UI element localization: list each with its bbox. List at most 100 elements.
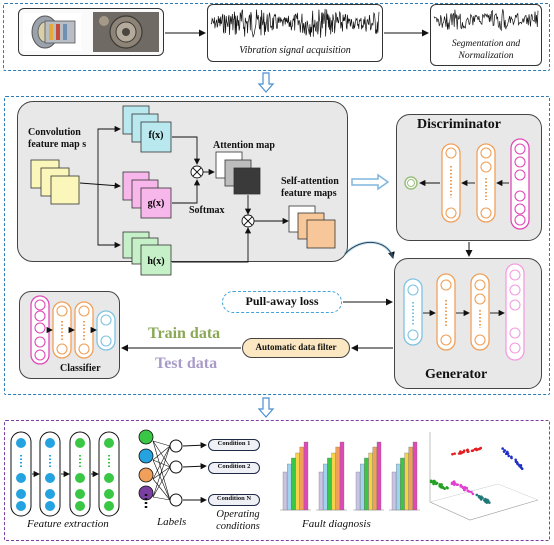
scatter-point: [514, 460, 518, 463]
f-stack: [122, 105, 172, 153]
scatter-point: [451, 452, 454, 456]
scatter-point: [459, 452, 462, 455]
train-data-label: Train data: [148, 325, 221, 342]
gen-col-3: [470, 273, 490, 351]
bar-1-1: [323, 463, 328, 511]
label-edge: [152, 440, 171, 447]
scatter-point: [431, 480, 434, 484]
bar-1-5: [339, 441, 345, 511]
cls-col-1-node: [34, 299, 46, 311]
labels-label: Labels: [157, 516, 187, 528]
condition-2-label: Condition 2: [217, 463, 251, 470]
output-node-1: [169, 439, 183, 453]
bar-3-4: [408, 446, 413, 511]
disc-col-3-node: [514, 190, 526, 202]
pull-away-loss-box: [222, 291, 342, 313]
self-attention-maps: [288, 205, 336, 249]
scatter-point: [519, 463, 523, 467]
bar-1-2: [327, 457, 332, 511]
gen-col-2-node: [440, 334, 452, 346]
self-attention-maps-label: Self-attention feature maps: [281, 176, 339, 199]
scatter-point: [461, 485, 464, 489]
condition-n-label: Condition N: [216, 495, 252, 502]
label-edge: [152, 466, 171, 480]
scatter-point: [475, 493, 479, 497]
discriminator-network: [404, 138, 530, 230]
f-label: f(x): [149, 130, 164, 141]
line-conv-to-h: [97, 183, 121, 249]
bar-2-1: [360, 463, 365, 511]
gen-col-1-node: [407, 284, 419, 296]
scatter-point: [434, 482, 438, 486]
line-conv-to-f: [97, 125, 121, 183]
disc-col-3-node: [514, 143, 526, 155]
gen-col-3-node: [474, 334, 486, 346]
scatter-point: [459, 483, 463, 487]
label-edge: [152, 459, 171, 501]
feature-extraction-label: Feature extraction: [27, 518, 109, 530]
bar-3-2: [400, 457, 405, 511]
feat-col-4-node: [104, 489, 114, 499]
generator-title: Generator: [425, 367, 488, 382]
label-edge: [152, 496, 171, 501]
scatter-point: [471, 492, 475, 496]
cls-col-3-node: [78, 305, 90, 317]
bar-2-0: [355, 471, 361, 511]
scatter-point: [464, 486, 468, 490]
scatter-point: [440, 483, 443, 486]
bar-0-4: [299, 446, 304, 511]
condition-arrow: [182, 463, 207, 470]
condition-n-pill: [208, 494, 260, 506]
conv-feature-maps: [30, 159, 80, 205]
operating-conditions-label: Operating conditions: [216, 509, 260, 532]
attention-map-label: Attention map: [213, 140, 275, 151]
scatter-point: [486, 499, 490, 502]
bar-0-3: [295, 452, 300, 511]
line-conv-to-g: [79, 182, 121, 189]
line-h-to-mult: [172, 227, 252, 263]
scatter-floor: [429, 483, 539, 503]
gen-col-4-node: [509, 269, 521, 281]
data-filter-box: [242, 338, 350, 358]
scatter-point: [441, 485, 444, 489]
cls-col-1-node: [34, 322, 46, 334]
condition-2-pill: [208, 462, 260, 474]
scatter-point: [456, 483, 459, 486]
bar-2-2: [364, 457, 369, 511]
feat-col-1-node: [16, 489, 26, 499]
gen-col-4-node: [509, 342, 521, 354]
bar-0-2: [291, 457, 296, 511]
line-g-to-mult: [172, 179, 201, 204]
label-edge: [152, 440, 171, 501]
label-edge: [152, 459, 171, 468]
softmax-label: Softmax: [189, 205, 225, 216]
feat-col-3-node: [75, 489, 85, 499]
scatter-point: [484, 497, 487, 501]
classifier-network: [30, 295, 116, 365]
acquisition-panel: [3, 3, 550, 71]
cls-col-1-node: [34, 349, 46, 361]
feat-col-2-node: [45, 473, 55, 483]
cls-col-3-node: [78, 343, 90, 355]
feat-col-4-node: [104, 501, 114, 511]
scatter-point: [470, 490, 473, 494]
bar-1-0: [318, 471, 324, 511]
fault-diagnosis-bars: [280, 441, 420, 511]
feat-col-1-node: [16, 501, 26, 511]
label-edge: [152, 440, 171, 468]
disc-col-3-node: [514, 169, 526, 181]
scatter-point: [443, 487, 446, 491]
disc-col-1-node: [445, 207, 457, 219]
feat-col-4-node: [104, 438, 114, 448]
h-stack: [122, 231, 172, 276]
disc-output-inner: [407, 179, 415, 187]
signal-trace: [433, 9, 539, 32]
line-f-to-mult: [172, 136, 201, 165]
vibration-label: Vibration signal acquisition: [239, 45, 351, 56]
bar-3-0: [391, 471, 397, 511]
feat-col-2-node: [45, 438, 55, 448]
bar-2-3: [368, 452, 373, 511]
g-label: g(x): [148, 198, 165, 209]
scatter-point: [477, 495, 481, 499]
g-stack: [122, 171, 172, 219]
